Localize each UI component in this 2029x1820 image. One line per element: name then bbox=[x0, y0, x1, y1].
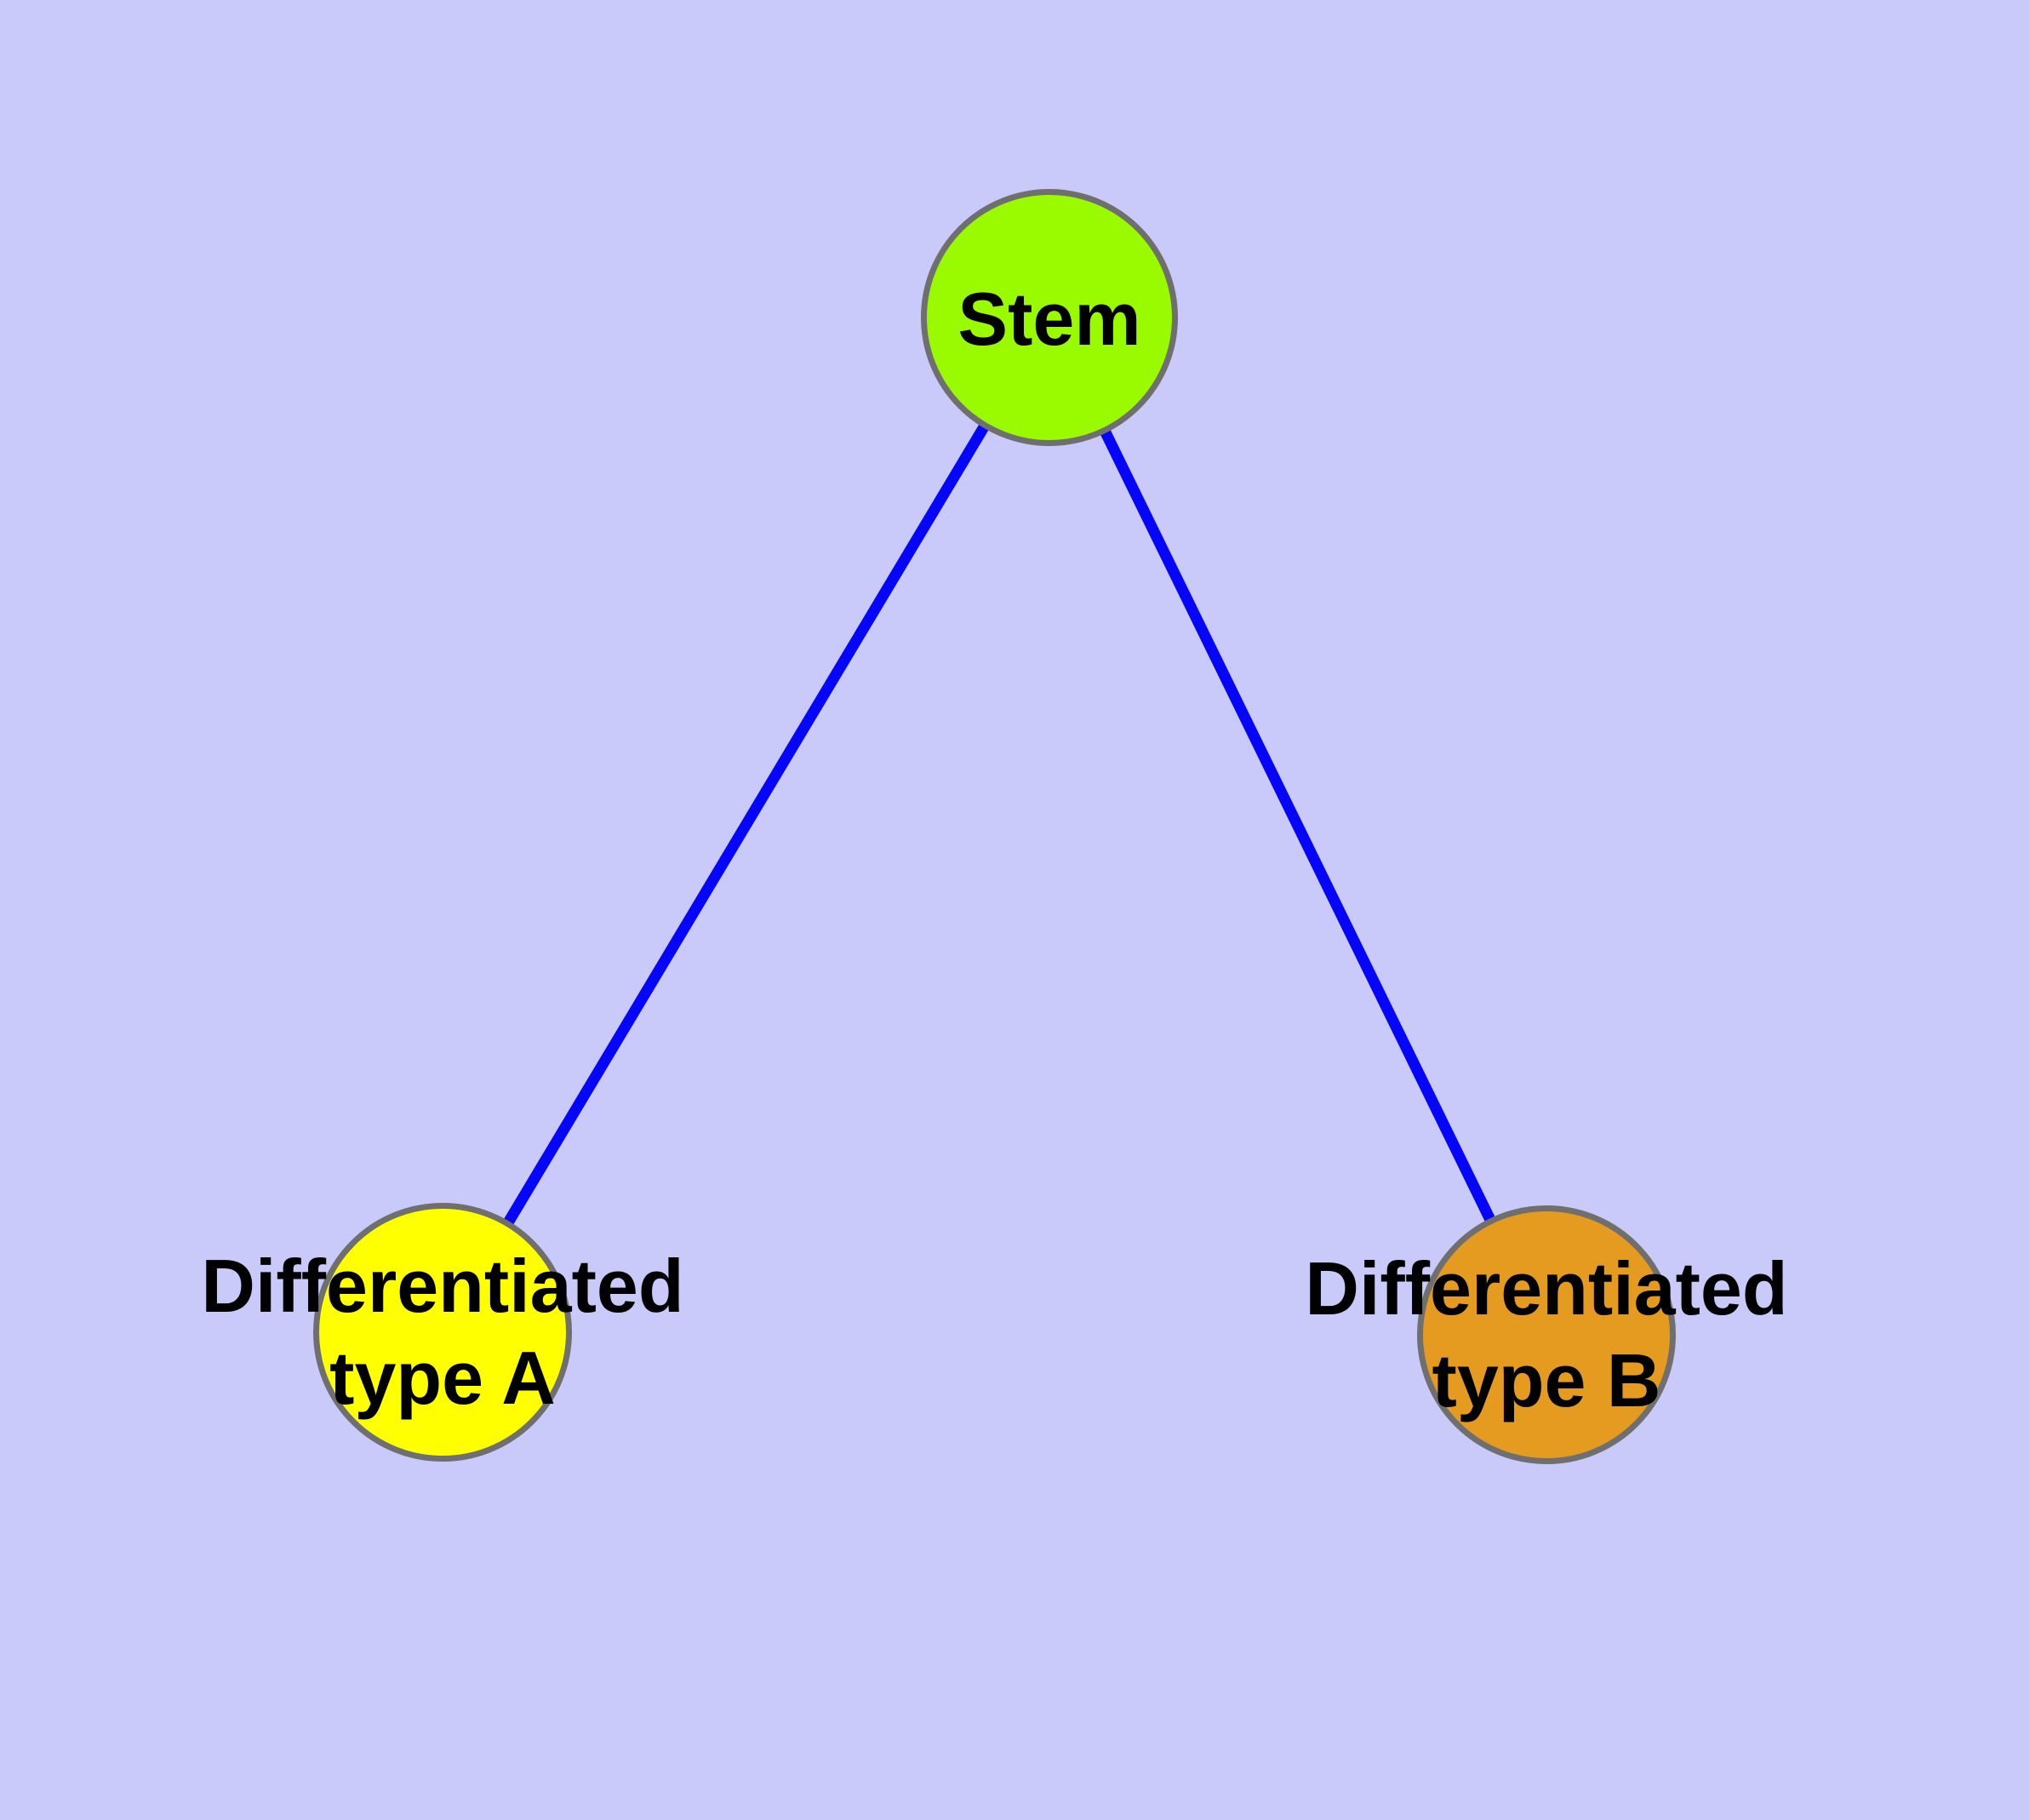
node-label-stem: Stem bbox=[957, 273, 1140, 365]
node-label-line: Stem bbox=[957, 277, 1141, 361]
node-circle-differentiated-type-a bbox=[313, 1203, 572, 1462]
edge-stem-to-type-a bbox=[437, 314, 1055, 1336]
node-circle-stem bbox=[921, 189, 1178, 446]
node-circle-differentiated-type-b bbox=[1417, 1205, 1676, 1464]
node-label-line: type B bbox=[1432, 1338, 1661, 1422]
edge-stem-to-type-b bbox=[1044, 315, 1552, 1337]
node-label-line: type A bbox=[329, 1336, 556, 1420]
node-label-line: Differentiated bbox=[1305, 1246, 1788, 1331]
node-label-differentiated-type-a: Differentiated type A bbox=[201, 1240, 683, 1424]
node-label-differentiated-type-b: Differentiated type B bbox=[1305, 1243, 1787, 1427]
node-label-line: Differentiated bbox=[201, 1244, 684, 1328]
